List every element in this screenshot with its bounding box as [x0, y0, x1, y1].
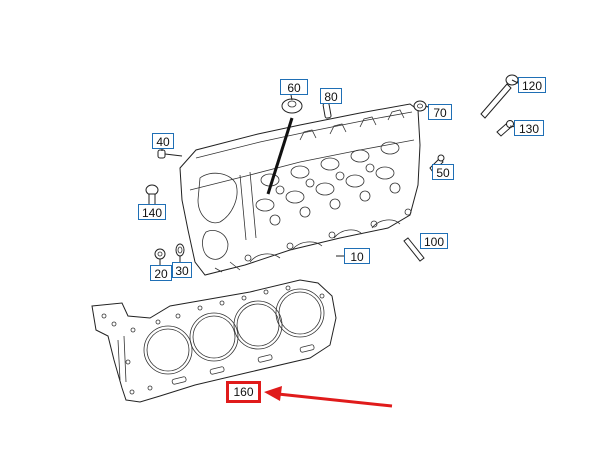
head-gasket: [91, 279, 337, 403]
callout-140[interactable]: 140: [138, 204, 166, 220]
callout-60[interactable]: 60: [280, 79, 308, 95]
callout-40[interactable]: 40: [152, 133, 174, 149]
part-130-bolt: [496, 120, 514, 137]
callout-50[interactable]: 50: [432, 164, 454, 180]
part-70-plug: [413, 100, 427, 112]
callout-160-highlighted[interactable]: 160: [226, 381, 261, 403]
callout-100[interactable]: 100: [420, 233, 448, 249]
callout-80[interactable]: 80: [320, 88, 342, 104]
part-40-dowel: [157, 149, 166, 159]
part-60-washer: [281, 98, 303, 114]
callout-130[interactable]: 130: [514, 120, 544, 136]
callout-10[interactable]: 10: [344, 248, 370, 264]
callout-120[interactable]: 120: [518, 77, 546, 93]
callout-30[interactable]: 30: [172, 262, 192, 278]
part-120-bolt: [480, 74, 519, 119]
part-100-sleeve: [403, 237, 425, 262]
cylinder-head: [179, 103, 421, 276]
rocker-row-3: [269, 163, 401, 226]
rocker-row-2: [255, 166, 395, 212]
highlight-arrow: [264, 386, 393, 408]
part-140-bolt: [145, 184, 159, 207]
part-20-plug: [154, 248, 166, 260]
callout-20[interactable]: 20: [150, 265, 172, 281]
part-30-ring: [175, 243, 185, 257]
callout-70[interactable]: 70: [428, 104, 452, 120]
